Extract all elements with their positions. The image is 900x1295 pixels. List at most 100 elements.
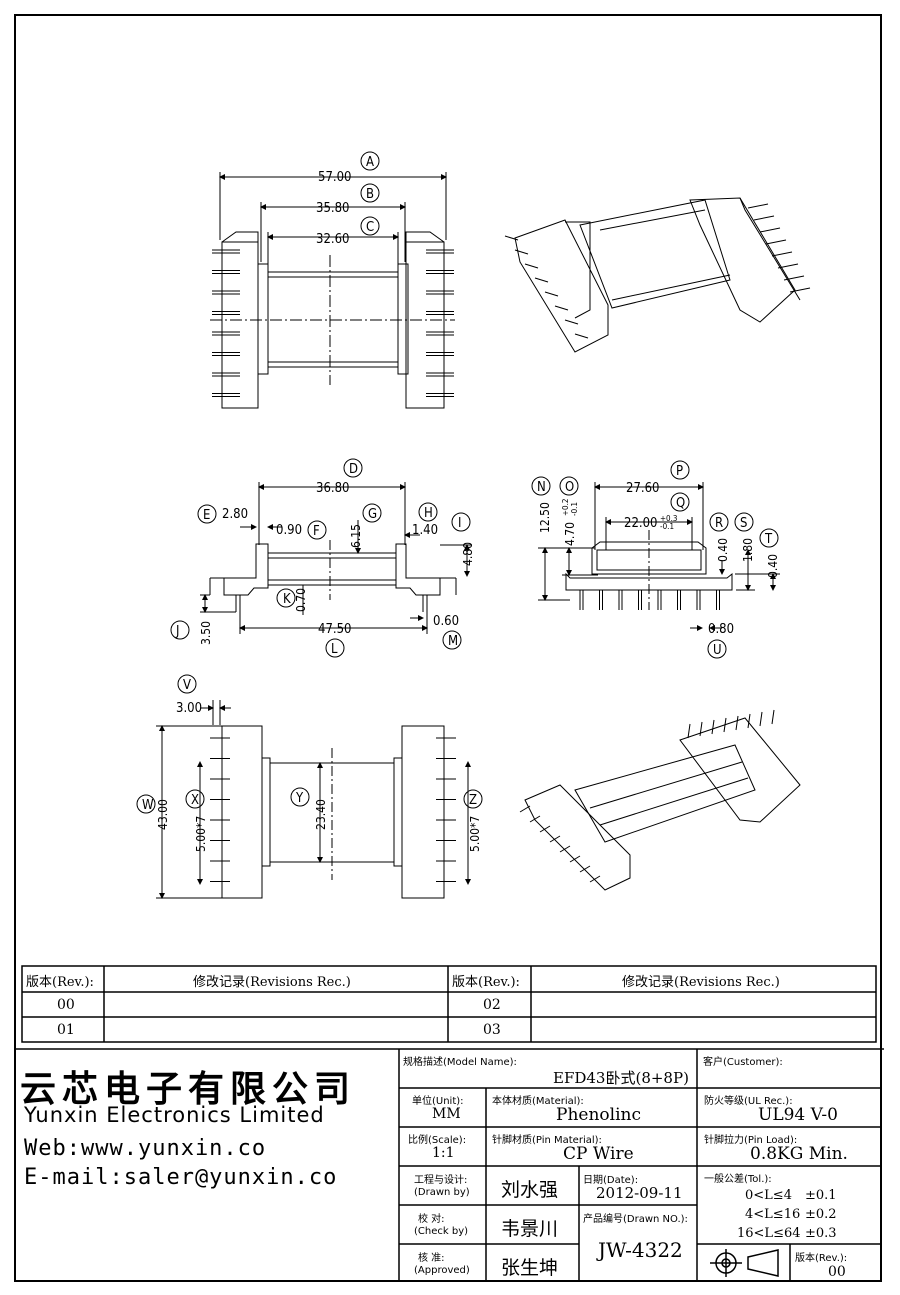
drawn-by-value: 刘水强: [501, 1179, 559, 1201]
dim-H: 1.40: [412, 523, 438, 538]
pin: [519, 805, 531, 813]
label-R: R: [715, 516, 723, 531]
tol-value-2: ±0.2: [805, 1207, 837, 1222]
pin: [524, 263, 539, 269]
pin: [534, 277, 549, 283]
dim-S: 1.80: [741, 538, 755, 562]
ul-value: UL94 V-0: [758, 1105, 838, 1125]
pin-material-label: 针脚材质(Pin Material):: [492, 1135, 602, 1146]
drawn-no-value: JW-4322: [598, 1238, 683, 1262]
pin: [777, 263, 799, 269]
material-value: Phenolinc: [556, 1105, 641, 1125]
material-label: 本体材质(Material):: [492, 1096, 584, 1107]
rev-value: 00: [828, 1264, 846, 1280]
label-Q: Q: [676, 496, 685, 511]
pin: [504, 235, 519, 241]
dim-P: 27.60: [626, 481, 659, 496]
ul-label: 防火等级(UL Rec.):: [704, 1096, 793, 1107]
label-N: N: [537, 480, 546, 495]
label-B: B: [366, 187, 374, 202]
rec-header-left: 修改记录(Revisions Rec.): [193, 975, 351, 990]
tol-range-2: 4<L≤16: [745, 1207, 801, 1222]
tol-range-3: 16<L≤64: [737, 1226, 801, 1241]
company-name-cn: 云芯电子有限公司: [20, 1069, 357, 1110]
dim-K: 0.70: [294, 588, 308, 612]
pin: [549, 835, 561, 843]
dim-B: 35.80: [316, 201, 349, 216]
pin: [514, 249, 529, 255]
label-Y: Y: [295, 791, 304, 806]
customer-label: 客户(Customer):: [703, 1057, 783, 1068]
model-label: 规格描述(Model Name):: [403, 1057, 517, 1068]
pin-material-value: CP Wire: [563, 1144, 634, 1164]
dim-E: 2.80: [222, 507, 248, 522]
dim-Q-tol-minus: -0.1: [660, 522, 674, 531]
label-D: D: [349, 462, 358, 477]
pin: [747, 713, 751, 729]
date-label: 日期(Date):: [583, 1175, 639, 1186]
approved-by-value: 张生坤: [501, 1257, 559, 1279]
tol-value-1: ±0.1: [805, 1188, 837, 1203]
label-W: W: [142, 798, 154, 813]
label-T: T: [764, 532, 773, 547]
check-label-en: (Check by): [414, 1226, 469, 1237]
dim-G: 6.15: [349, 524, 363, 548]
dim-L: 47.50: [318, 622, 351, 637]
dim-M: 0.60: [433, 614, 459, 629]
drawn-no-label: 产品编号(Drawn NO.):: [583, 1214, 688, 1225]
drawn-label-en: (Drawn by): [414, 1187, 470, 1198]
pin: [579, 865, 591, 873]
label-C: C: [366, 220, 374, 235]
rev-row-2-left: 01: [57, 1022, 75, 1038]
pin: [544, 291, 559, 297]
pin: [723, 717, 727, 733]
rev-header-right: 版本(Rev.):: [452, 975, 520, 990]
dim-N: 12.50: [538, 502, 552, 533]
isometric-view-bottom: [519, 709, 801, 891]
side-view: [531, 460, 780, 659]
pin: [789, 287, 811, 293]
label-K: K: [283, 592, 291, 607]
tol-range-1: 0<L≤4: [745, 1188, 792, 1203]
dim-W: 43.00: [156, 799, 170, 830]
label-J: J: [175, 624, 179, 639]
label-V: V: [183, 678, 191, 693]
rev-header-left: 版本(Rev.):: [26, 975, 94, 990]
model-value: EFD43卧式(8+8P): [553, 1069, 689, 1087]
dim-O-tol-plus: +0.2: [561, 499, 570, 516]
dim-A: 57.00: [318, 170, 351, 185]
drawing-frame: [14, 14, 882, 1282]
pin: [771, 251, 793, 257]
isometric-view-top: [504, 197, 811, 353]
drawn-label-cn: 工程与设计:: [414, 1175, 468, 1186]
pin: [765, 239, 787, 245]
pin: [759, 711, 763, 727]
label-L: L: [331, 642, 338, 657]
label-P: P: [676, 464, 683, 479]
top-view: [210, 151, 455, 409]
pin: [589, 875, 601, 883]
company-name-en: Yunxin Electronics Limited: [24, 1103, 325, 1127]
dim-V: 3.00: [176, 701, 202, 716]
tolerance-label: 一般公差(Tol.):: [704, 1174, 772, 1185]
dim-Q: 22.00: [624, 516, 657, 531]
label-A: A: [366, 155, 374, 170]
pin: [783, 275, 805, 281]
dim-I: 4.80: [461, 542, 475, 566]
label-E: E: [203, 508, 210, 523]
label-G: G: [368, 507, 377, 522]
date-value: 2012-09-11: [596, 1184, 683, 1202]
technical-drawing: A 57.00 B 35.80 C 32.60 D 36.80 E 2.80 0…: [136, 151, 811, 899]
tol-value-3: ±0.3: [805, 1226, 837, 1241]
dim-Y: 23.40: [314, 799, 328, 830]
scale-label: 比例(Scale):: [408, 1135, 467, 1146]
pin: [564, 319, 579, 325]
approved-label-en: (Approved): [414, 1265, 470, 1276]
dim-Z: 5.00*7: [468, 816, 482, 852]
rev-row-1-right: 02: [483, 997, 501, 1013]
pin-load-value: 0.8KG Min.: [750, 1144, 848, 1164]
dim-T: 0.40: [766, 554, 780, 578]
label-M: M: [448, 634, 458, 649]
dim-Q-tol-plus: +0.3: [660, 514, 677, 523]
label-Z: Z: [469, 793, 477, 808]
